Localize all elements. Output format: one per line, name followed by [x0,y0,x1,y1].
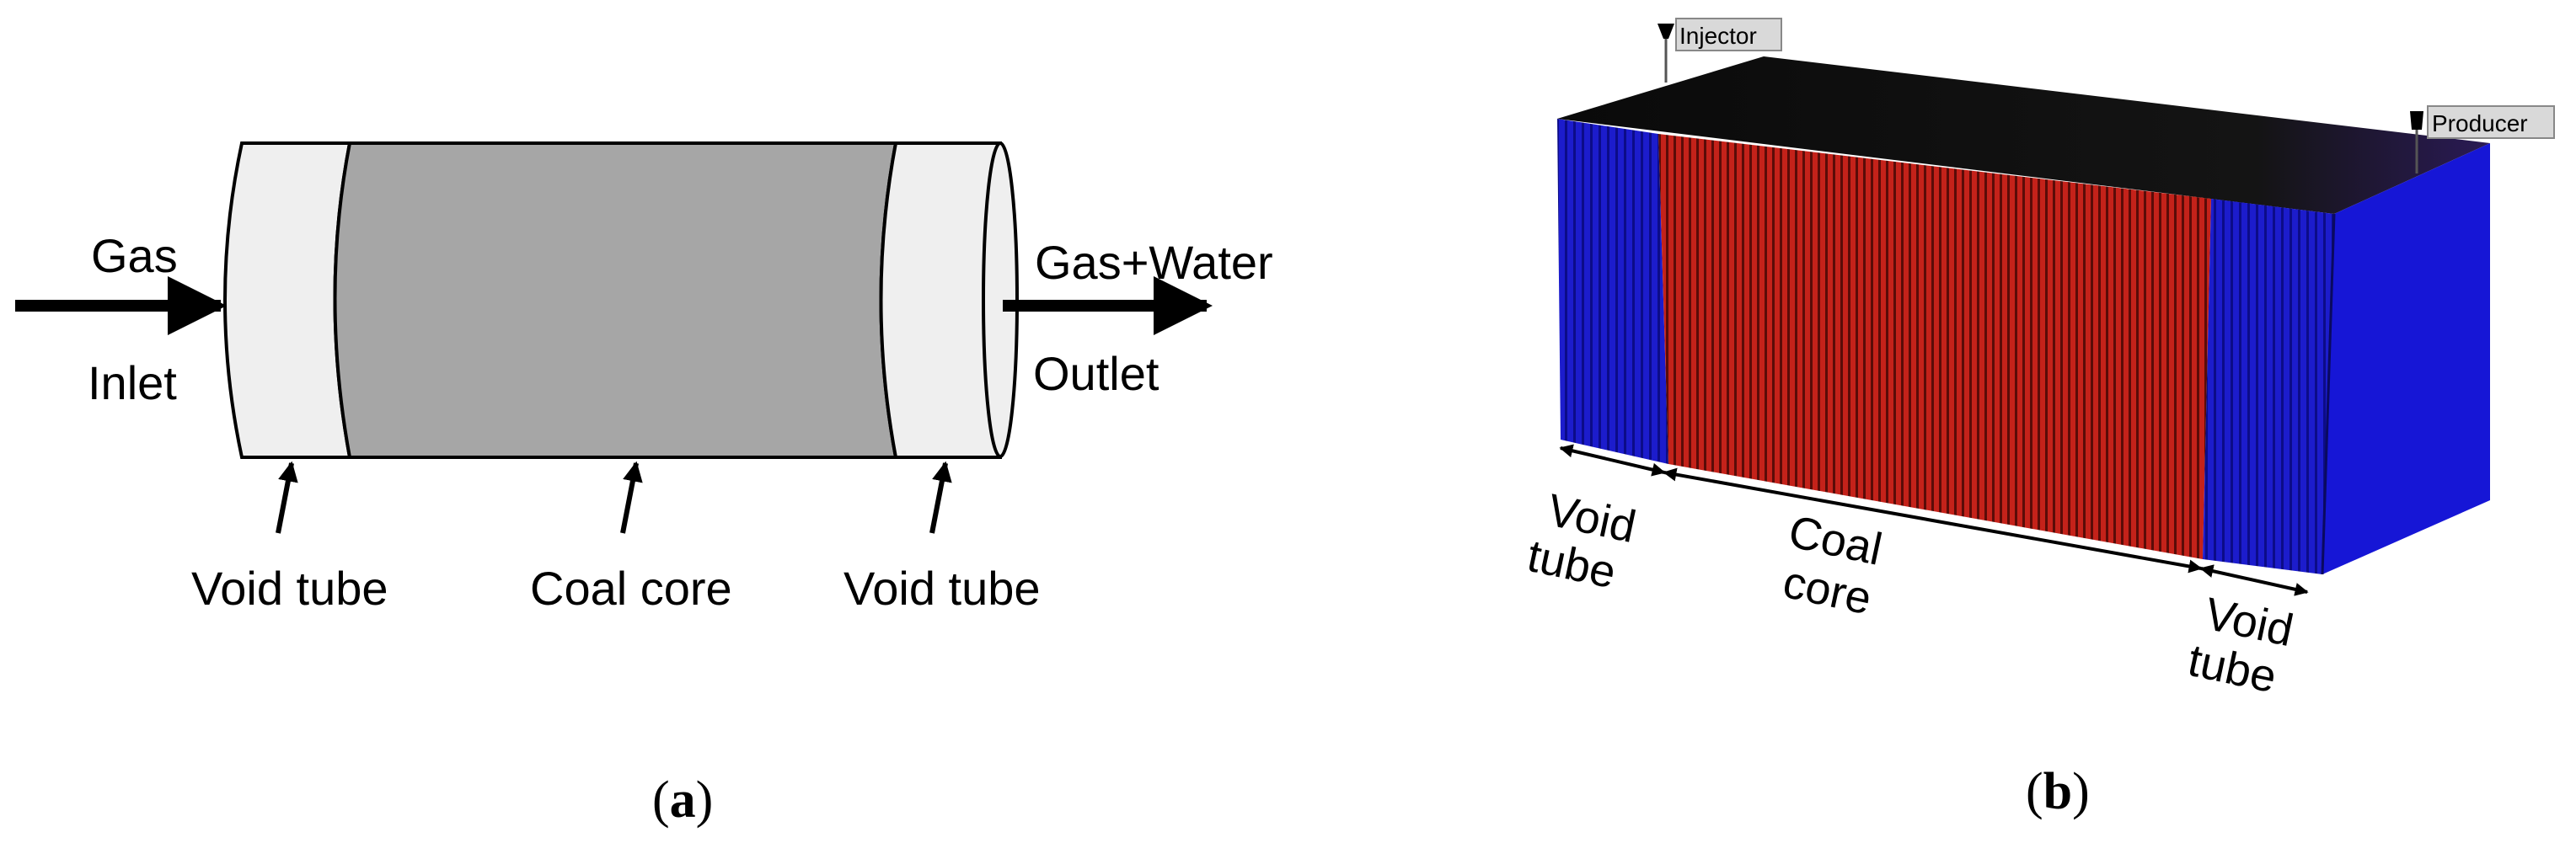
injector-tag [1675,18,1782,51]
panel-b-model: Injector Producer Void tube Coal core Vo… [1523,18,2555,820]
injector-label: Injector [1679,23,1757,49]
inlet-label: Inlet [88,356,177,409]
block-top-face [1557,56,2490,214]
void-tube-left-label: Void tube [191,562,388,615]
coal-core-label: Coal core [530,562,732,615]
pointer-arrow-center [620,461,643,534]
outlet-gas-water-label: Gas+Water [1035,236,1273,289]
dimension-arrow-void-left [1559,444,1666,477]
panel-a-diagram: Gas Inlet Gas+Water Outlet Void tube Coa… [15,141,1273,829]
caption-a: (a) [652,771,713,829]
pointer-arrow-right [929,461,952,534]
dimension-arrow-coal-core [1663,467,2203,574]
producer-tag [2427,105,2555,139]
inlet-gas-label: Gas [91,229,178,282]
front-void-left [1557,119,1668,464]
front-coal-core [1658,134,2211,559]
caption-b: (b) [2026,763,2090,820]
dimension-arrow-void-right [2199,564,2309,596]
producer-label: Producer [2432,110,2528,136]
caption-b-letter: b [2043,763,2072,820]
right-void-section [879,141,1002,459]
block-right-face [2322,143,2490,574]
coal-core-section [333,141,898,459]
injector-marker-icon [1658,24,1674,39]
front-void-right [2203,199,2334,574]
producer-marker-icon [2410,111,2423,130]
void-tube-right-label: Void tube [843,562,1041,615]
pointer-arrow-left [276,461,298,534]
outlet-label: Outlet [1033,347,1159,400]
left-void-section [223,141,352,459]
caption-a-letter: a [670,771,696,829]
block-edge [2321,213,2336,575]
